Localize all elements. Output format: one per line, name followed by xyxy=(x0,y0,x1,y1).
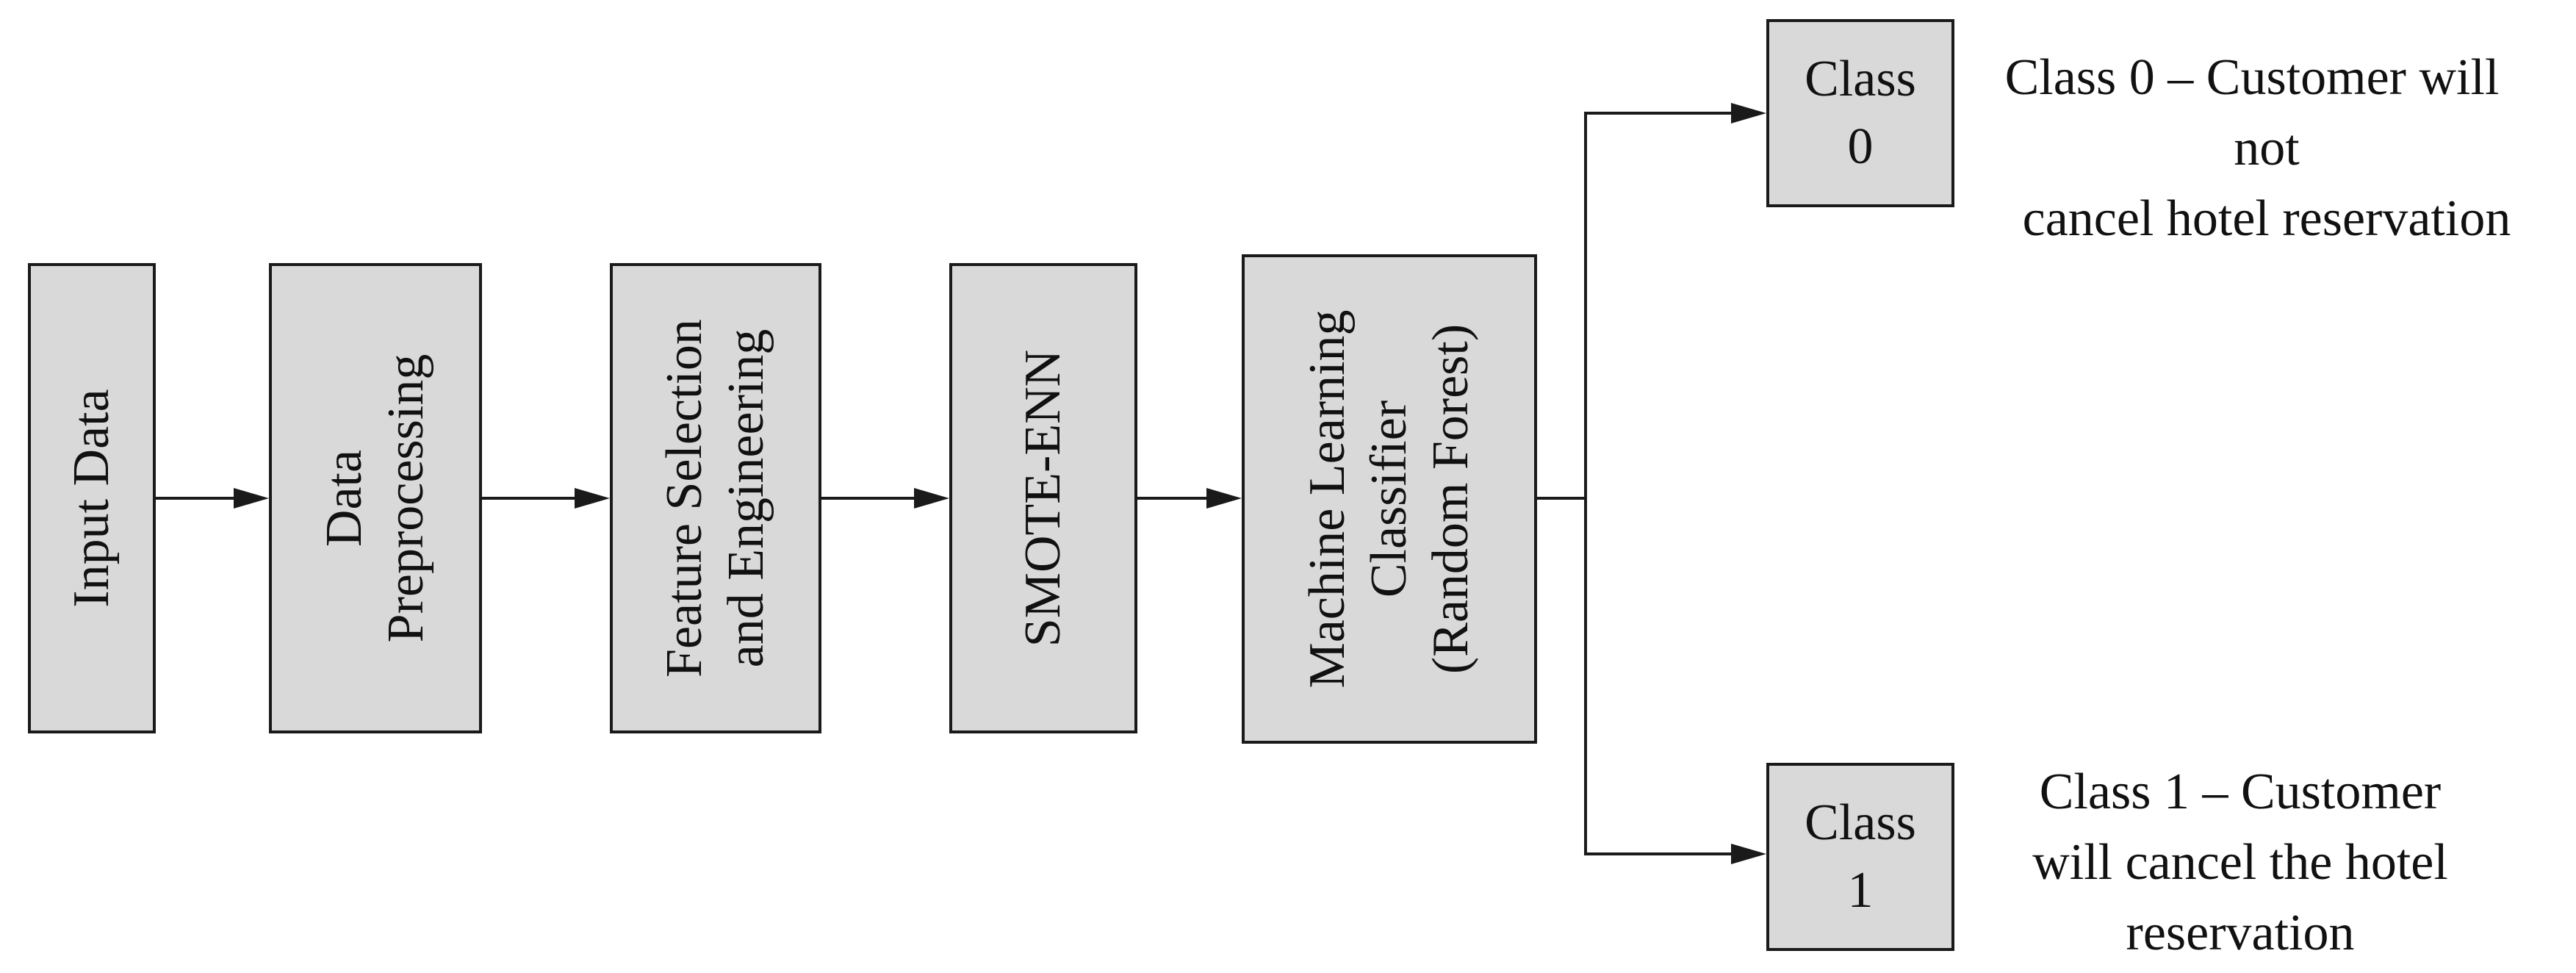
class-1-description-line-1: Class 1 – Customer xyxy=(2039,764,2442,820)
classifier-label: Machine Learning Classifier (Random Fore… xyxy=(1297,309,1482,688)
input-data-box: Input Data xyxy=(28,263,156,733)
arrow-feature-selection-to-smote-enn xyxy=(821,488,949,509)
class-0-description-line-3: cancel hotel reservation xyxy=(2022,190,2511,247)
feature-selection-label: Feature Selection and Engineering xyxy=(654,319,777,678)
data-preprocessing-label-line-2: Preprocessing xyxy=(378,353,434,643)
class-0-description-line-1: Class 0 – Customer will xyxy=(2004,49,2500,106)
smote-enn-label-line: SMOTE-ENN xyxy=(1015,349,1071,647)
class-0-description-line-2: not xyxy=(2234,120,2300,176)
feature-selection-label-line-1: Feature Selection xyxy=(656,319,713,678)
class-1-description-line-2: will cancel the hotel xyxy=(2032,834,2448,891)
class-1-label-line-2: 1 xyxy=(1847,862,1874,919)
class-1-description-line-3: reservation xyxy=(2126,905,2355,961)
smote-enn-box: SMOTE-ENN xyxy=(949,263,1137,733)
classifier-label-line-3: (Random Forest) xyxy=(1422,323,1479,675)
input-data-label: Input Data xyxy=(61,389,123,607)
class-1-box: Class 1 xyxy=(1766,763,1954,951)
classifier-box: Machine Learning Classifier (Random Fore… xyxy=(1242,254,1537,744)
class-1-label: Class 1 xyxy=(1769,766,1951,948)
input-data-label-line: Input Data xyxy=(63,389,120,608)
classifier-label-line-2: Classifier xyxy=(1361,400,1417,598)
feature-selection-label-line-2: and Engineering xyxy=(718,328,774,668)
class-0-label: Class 0 xyxy=(1769,22,1951,204)
data-preprocessing-box: Data Preprocessing xyxy=(269,263,482,733)
class-0-label-line-2: 0 xyxy=(1847,118,1874,175)
class-0-description: Class 0 – Customer will not cancel hotel… xyxy=(1957,43,2576,254)
class-1-label-line-1: Class xyxy=(1805,794,1916,851)
arrow-input-to-preprocessing xyxy=(156,488,269,509)
smote-enn-label: SMOTE-ENN xyxy=(1012,350,1074,647)
class-1-description: Class 1 – Customer will cancel the hotel… xyxy=(1957,757,2523,969)
feature-selection-box: Feature Selection and Engineering xyxy=(610,263,821,733)
arrow-to-class-0 xyxy=(1584,103,1766,123)
branch-connector xyxy=(1537,113,1587,854)
class-0-label-line-1: Class xyxy=(1805,51,1916,107)
arrow-preprocessing-to-feature-selection xyxy=(482,488,610,509)
class-0-box: Class 0 xyxy=(1766,19,1954,207)
data-preprocessing-label-line-1: Data xyxy=(316,449,373,547)
classifier-label-line-1: Machine Learning xyxy=(1299,309,1356,689)
data-preprocessing-label: Data Preprocessing xyxy=(314,354,437,643)
arrow-smote-enn-to-classifier xyxy=(1137,488,1242,509)
arrow-to-class-1 xyxy=(1584,844,1766,864)
